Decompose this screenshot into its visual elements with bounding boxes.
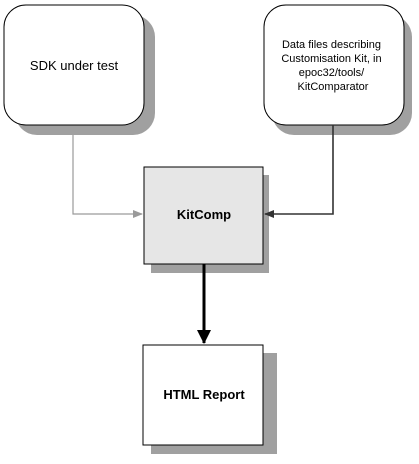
sdk-node: SDK under test: [3, 4, 155, 135]
kitcomp-node: KitComp: [143, 166, 269, 273]
connector-datafiles-to-kitcomp: [264, 125, 334, 218]
report-node-label: HTML Report: [163, 387, 245, 402]
connector-sdk-to-kitcomp: [72, 135, 143, 218]
datafiles-line-3: epoc32/tools/: [299, 67, 365, 79]
datafiles-line-4: KitComparator: [298, 81, 369, 93]
datafiles-node: Data files describing Customisation Kit,…: [263, 4, 412, 135]
datafiles-node-label: Data files describing Customisation Kit,…: [281, 39, 384, 93]
report-node: HTML Report: [142, 344, 277, 454]
kitcomp-node-label: KitComp: [177, 207, 231, 222]
report-node-box: [142, 344, 264, 446]
datafiles-line-1: Data files describing: [282, 39, 381, 51]
datafiles-node-box: [263, 4, 405, 126]
sdk-node-box: [3, 4, 145, 126]
datafiles-line-2: Customisation Kit, in: [281, 53, 381, 65]
kitcomp-node-box: [143, 166, 264, 265]
sdk-node-label: SDK under test: [30, 58, 119, 73]
